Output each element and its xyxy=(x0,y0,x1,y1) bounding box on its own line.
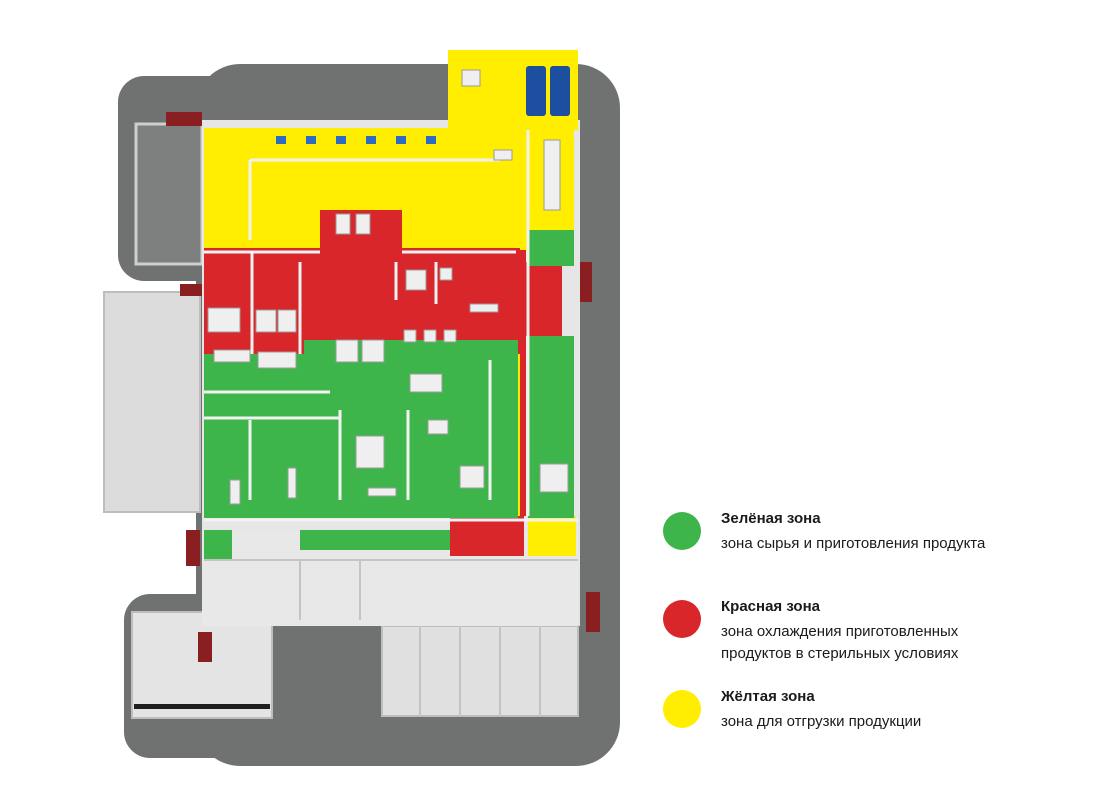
green-zone-dot xyxy=(663,512,701,550)
bottom-storage-block xyxy=(381,625,579,717)
parked-red-vehicles xyxy=(166,112,600,662)
factory-floor-plan xyxy=(103,50,620,766)
legend-desc-yellow: зона для отгрузки продукции xyxy=(721,711,921,733)
yellow-zone-dot xyxy=(663,690,701,728)
red-zone-dot xyxy=(663,600,701,638)
legend-desc-green-line-1: зона сырья и приготовления продукта xyxy=(721,535,986,552)
legend-desc-green: зона сырья и приготовления продукта xyxy=(721,533,985,555)
storage-dividers xyxy=(204,559,578,716)
bottom-left-building xyxy=(131,611,273,719)
equipment-items xyxy=(207,69,569,505)
legend-title-green: Зелёная зона xyxy=(721,510,821,527)
interior-walls xyxy=(204,130,578,522)
legend-desc-yellow-line-1: зона для отгрузки продукции xyxy=(721,713,922,730)
bottom-left-stripe xyxy=(134,704,270,709)
legend-desc-red-line-2: продуктов в стерильных условиях xyxy=(721,645,959,662)
left-garage-building xyxy=(134,122,204,266)
left-warehouse-building xyxy=(103,291,201,513)
blue-windows xyxy=(276,136,436,144)
blue-trucks xyxy=(526,66,570,116)
legend-desc-red-line-1: зона охлаждения приготовленных xyxy=(721,623,959,640)
legend-title-yellow: Жёлтая зона xyxy=(721,688,815,705)
legend-title-red: Красная зона xyxy=(721,598,820,615)
legend-desc-red: зона охлаждения приготовленных продуктов… xyxy=(721,621,958,665)
red-zone xyxy=(204,210,562,556)
